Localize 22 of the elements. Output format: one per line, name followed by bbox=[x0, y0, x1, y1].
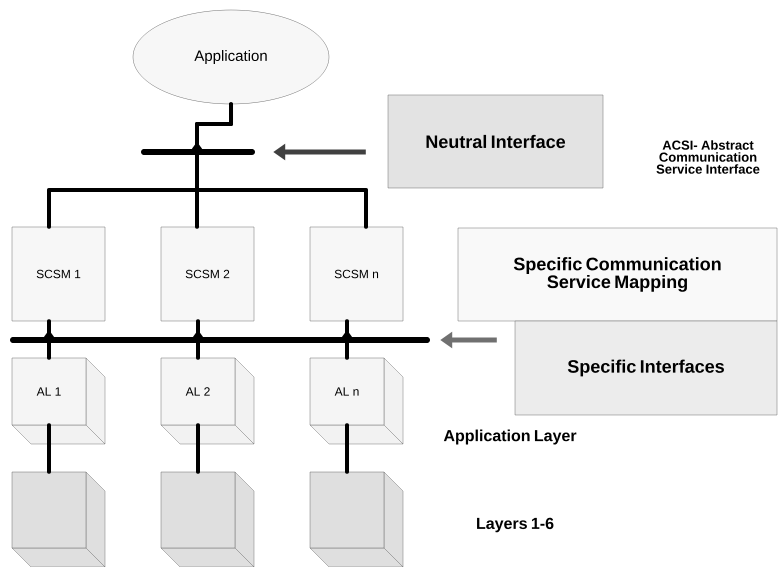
connector-line bbox=[190, 319, 206, 360]
connector-line bbox=[189, 102, 368, 229]
application-layer-cube: AL 2 bbox=[160, 358, 254, 444]
interface-box: Neutral Interface bbox=[388, 94, 604, 188]
text-label: Layers 1-6 bbox=[477, 518, 554, 532]
interface-box: Specific Interfaces bbox=[514, 320, 778, 416]
text-label: Application Layer bbox=[444, 430, 576, 444]
text-label: ACSI- Abstract Communication Service Interface bbox=[656, 140, 760, 174]
layer-cube bbox=[310, 472, 404, 567]
application-layer-cube: AL 1 bbox=[12, 358, 106, 444]
mapping-box: Specific Communication Service Mapping bbox=[458, 228, 778, 322]
connector-line bbox=[345, 423, 349, 474]
application-layer-cube: AL n bbox=[310, 358, 404, 444]
connector-line bbox=[196, 423, 200, 474]
scsm-box: SCSM n bbox=[310, 226, 404, 322]
connector-line bbox=[41, 319, 57, 360]
scsm-box: SCSM 1 bbox=[12, 226, 106, 322]
layer-cube bbox=[160, 472, 254, 567]
layer-cube bbox=[12, 472, 106, 567]
connector-line bbox=[47, 423, 51, 474]
connector-line bbox=[339, 319, 355, 360]
scsm-box: SCSM 2 bbox=[160, 226, 254, 322]
